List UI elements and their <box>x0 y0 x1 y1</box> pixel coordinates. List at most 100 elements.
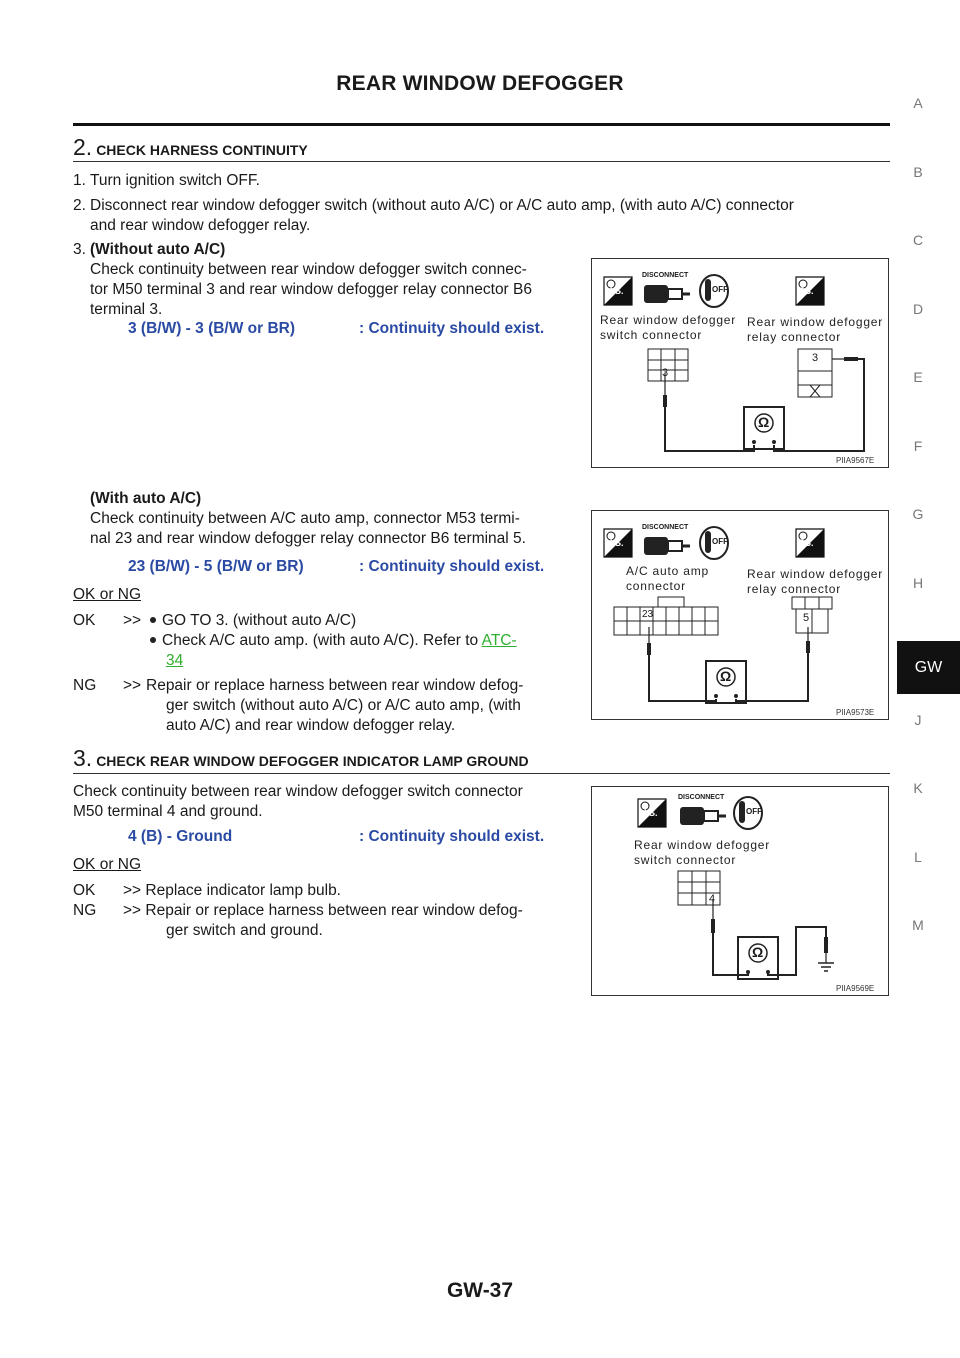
fig-2-label-left-1: A/C auto amp <box>626 564 709 578</box>
step-2-item-2-number: 2. <box>73 197 86 214</box>
step-2-ok-bullet-1-text: GO TO 3. (without auto A/C) <box>162 612 357 629</box>
step-2-ng-line-1: Repair or replace harness between rear w… <box>146 677 524 694</box>
spec-1-result: : Continuity should exist. <box>359 320 545 337</box>
disconnect-connector-icon <box>644 285 690 303</box>
bullet-dot <box>150 617 156 623</box>
atc-34-link-continued[interactable]: 34 <box>166 651 183 671</box>
page-title: REAR WINDOW DEFOGGER <box>336 72 624 95</box>
fig-2-pin-left: 23 <box>642 609 654 620</box>
fig-1-label-left-1: Rear window defogger <box>600 313 737 327</box>
side-index-f[interactable]: F <box>913 438 923 454</box>
fig-1-ts-label: T.S. <box>798 286 814 296</box>
bullet-dot <box>150 637 156 643</box>
step-2-ng-line-2: ger switch (without auto A/C) or A/C aut… <box>166 697 521 714</box>
figure-3-switch-to-ground: H.S. DISCONNECT OFF Rear window defogger… <box>591 786 889 996</box>
disconnect-connector-icon <box>644 537 690 555</box>
ts-badge <box>795 528 825 558</box>
with-auto-ac-line-1: Check continuity between A/C auto amp, c… <box>90 510 520 527</box>
step-3-ok-label: OK <box>73 882 96 899</box>
fig-3-hs-label: H.S. <box>640 808 658 818</box>
fig-2-code: PIIA9573E <box>836 708 875 717</box>
step-3-ng-line-1: >> Repair or replace harness between rea… <box>123 902 523 919</box>
step-2-item-3-line-3: terminal 3. <box>90 301 163 318</box>
side-index-d[interactable]: D <box>912 301 924 317</box>
step-2-item-1: 1. Turn ignition switch OFF. <box>73 172 260 189</box>
step-2-ok-label: OK <box>73 612 96 629</box>
relay-connector-face <box>791 596 833 634</box>
fig-2-ohm-symbol: Ω <box>720 668 732 684</box>
side-index-a[interactable]: A <box>913 95 923 111</box>
side-index-h[interactable]: H <box>912 575 924 591</box>
fig-2-label-right-2: relay connector <box>747 582 842 596</box>
step-2-ok-bullet-1: GO TO 3. (without auto A/C) <box>146 611 356 631</box>
relay-connector-face <box>797 348 833 398</box>
step-3-ng-label: NG <box>73 902 97 919</box>
page-number: GW-37 <box>446 1279 514 1302</box>
fig-2-label-right-1: Rear window defogger <box>747 567 884 581</box>
step-2-item-2-line-2: and rear window defogger relay. <box>90 217 311 234</box>
spec-2-result: : Continuity should exist. <box>359 558 545 575</box>
hs-badge <box>637 798 667 828</box>
side-index-gw-active[interactable]: GW <box>897 641 960 694</box>
step-3-number: 3. <box>73 745 93 771</box>
with-auto-ac-heading: (With auto A/C) <box>90 490 202 507</box>
step-2-rule <box>73 161 890 162</box>
step-2-ok-bullet-2-text: Check A/C auto amp. (with auto A/C). Ref… <box>162 632 479 649</box>
atc-34-link[interactable]: ATC- <box>481 632 517 649</box>
fig-1-hs-label: H.S. <box>606 286 624 296</box>
step-3-line-1: Check continuity between rear window def… <box>73 783 523 800</box>
figure-2-drawing <box>603 526 833 704</box>
side-index-c[interactable]: C <box>912 232 924 248</box>
side-index-e[interactable]: E <box>913 369 923 385</box>
side-index-j[interactable]: J <box>914 712 922 728</box>
step-2-item-3-line-2: tor M50 terminal 3 and rear window defog… <box>90 281 532 298</box>
atc-34-link-page[interactable]: 34 <box>166 652 184 669</box>
fig-3-pin: 4 <box>709 893 716 905</box>
fig-2-label-left-2: connector <box>626 579 686 593</box>
fig-2-off-label: OFF <box>712 537 728 546</box>
step-2-number: 2. <box>73 134 93 160</box>
fig-1-label-right-1: Rear window defogger <box>747 315 884 329</box>
step-3-ok-or-ng: OK or NG <box>73 856 142 873</box>
fig-3-label-2: switch connector <box>634 853 737 867</box>
step-3-ng-line-2: ger switch and ground. <box>166 922 323 939</box>
fig-3-code: PIIA9569E <box>836 984 875 993</box>
step-2-ng-label: NG <box>73 677 97 694</box>
fig-2-disconnect-label: DISCONNECT <box>642 524 689 531</box>
step-2-ok-or-ng: OK or NG <box>73 586 142 603</box>
side-index-k[interactable]: K <box>913 780 923 796</box>
ts-badge <box>795 276 825 306</box>
step-2-ng-line-3: auto A/C) and rear window defogger relay… <box>166 717 456 734</box>
step-2-ng-arrow: >> <box>123 677 142 694</box>
without-auto-ac-heading: (Without auto A/C) <box>90 241 226 258</box>
ohmmeter-icon <box>743 406 785 450</box>
side-index-l[interactable]: L <box>914 849 922 865</box>
ohmmeter-icon <box>705 660 747 704</box>
ignition-key-off-icon <box>733 796 763 830</box>
side-index-g[interactable]: G <box>912 506 924 522</box>
ignition-key-off-icon <box>699 526 729 560</box>
spec-2-terminals: 23 (B/W) - 5 (B/W or BR) <box>128 558 304 575</box>
step-3-title: CHECK REAR WINDOW DEFOGGER INDICATOR LAM… <box>96 753 529 769</box>
side-index-m[interactable]: M <box>912 917 924 933</box>
ground-symbol-icon <box>818 953 834 972</box>
figure-1-switch-to-relay: H.S. H.S. T.S. DISCONNECT OFF Rear windo… <box>591 258 889 468</box>
step-3-line-2: M50 terminal 4 and ground. <box>73 803 263 820</box>
spec-3-terminals: 4 (B) - Ground <box>128 828 233 845</box>
side-index-b[interactable]: B <box>913 164 923 180</box>
fig-1-disconnect-label: DISCONNECT <box>642 272 689 279</box>
step-2-item-3-number: 3. <box>73 241 86 258</box>
step-3-heading: 3.CHECK REAR WINDOW DEFOGGER INDICATOR L… <box>73 745 529 772</box>
tester-leads <box>647 627 810 702</box>
step-3-rule <box>73 773 890 774</box>
step-3-ok-text: >> Replace indicator lamp bulb. <box>123 882 341 899</box>
fig-1-pin-right: 3 <box>812 352 819 364</box>
fig-2-pin-right: 5 <box>803 612 810 624</box>
spec-1-terminals: 3 (B/W) - 3 (B/W or BR) <box>128 320 296 337</box>
hs-badge <box>603 276 633 306</box>
step-2-ok-arrow: >> <box>123 612 142 629</box>
switch-connector-face <box>647 348 689 382</box>
header-rule <box>73 123 890 126</box>
hs-badge <box>603 528 633 558</box>
step-2-heading: 2.CHECK HARNESS CONTINUITY <box>73 134 308 161</box>
